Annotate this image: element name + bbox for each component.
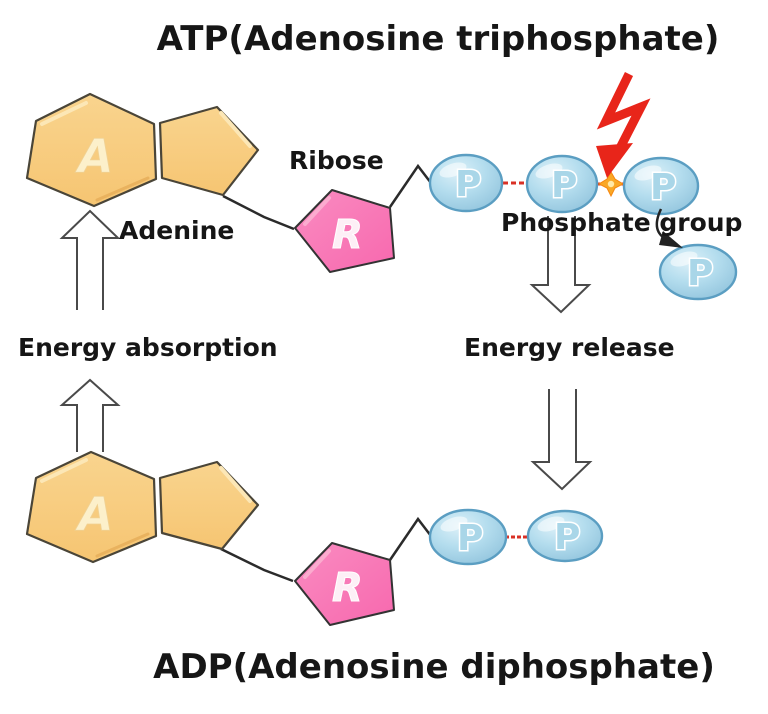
phosphate-letter: P — [457, 518, 483, 559]
ribose-letter: R — [332, 565, 363, 611]
adenine-highlight — [40, 101, 88, 126]
phosphate-letter: P — [551, 165, 577, 206]
adenine-ring-top: A — [25, 92, 260, 208]
adp-title: ADP(Adenosine diphosphate) — [153, 647, 715, 687]
bond-ribose-phosphate-top — [388, 163, 432, 208]
energy-release-arrow-upper-icon — [529, 216, 592, 314]
phosphate-group-label: Phosphate group — [501, 208, 742, 237]
adenine-letter: A — [75, 129, 114, 183]
phosphate-3-top: P — [622, 156, 700, 216]
phosphate-release-arrow-icon — [655, 208, 683, 248]
lightning-bolt-icon — [596, 72, 651, 178]
phosphate-1-bottom: P — [428, 508, 508, 566]
phosphate-1-top: P — [428, 153, 504, 213]
phosphate-letter: P — [554, 517, 580, 558]
adenine-label: Adenine — [119, 216, 234, 245]
ribose-letter: R — [332, 212, 363, 258]
phosphate-2-top: P — [525, 154, 599, 214]
atp-title: ATP(Adenosine triphosphate) — [157, 19, 720, 59]
bond-ribose-phosphate-bottom — [388, 516, 432, 561]
energy-release-label: Energy release — [464, 333, 675, 362]
released-phosphate: P — [658, 243, 738, 301]
phosphate-letter: P — [650, 167, 676, 208]
energy-absorption-arrow-lower-icon — [59, 378, 121, 452]
energy-absorption-label: Energy absorption — [18, 333, 278, 362]
energy-absorption-arrow-upper-icon — [59, 209, 121, 310]
adenine-ring-bottom: A — [25, 450, 260, 564]
ribose-pentagon-top: R — [294, 189, 395, 273]
energy-release-arrow-lower-icon — [530, 389, 593, 491]
phosphate-2-bottom: P — [526, 509, 604, 563]
phosphate-letter: P — [687, 253, 713, 294]
ribose-label: Ribose — [289, 146, 384, 175]
phosphate-letter: P — [455, 164, 481, 205]
ribose-pentagon-bottom: R — [294, 542, 395, 626]
adenine-letter: A — [75, 487, 114, 541]
bond-break-spark-icon — [597, 170, 625, 198]
bond-adenine-ribose-bottom — [220, 547, 294, 583]
bond-adenine-ribose-top — [222, 194, 295, 231]
